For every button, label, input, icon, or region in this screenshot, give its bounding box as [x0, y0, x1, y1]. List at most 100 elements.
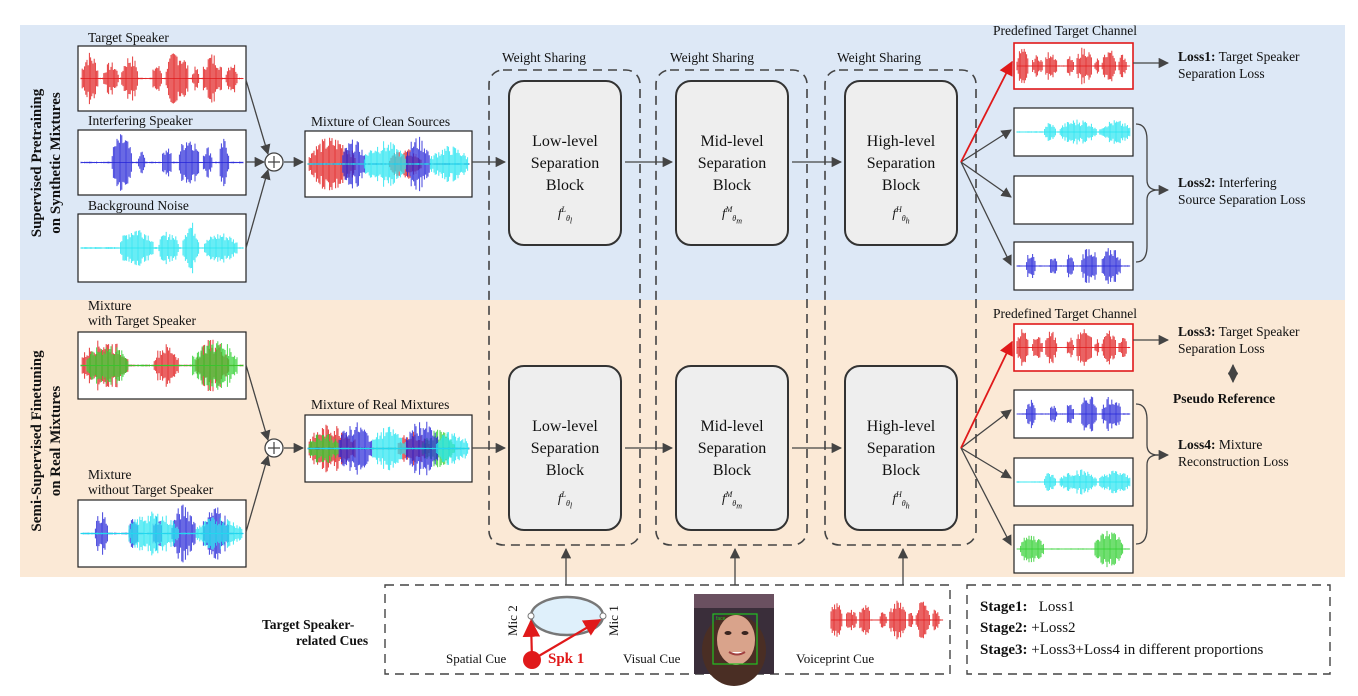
svg-text:face: face: [716, 616, 726, 622]
speaker-dot: [523, 651, 541, 669]
pseudo-reference-label: Pseudo Reference: [1173, 391, 1276, 406]
output-blue-wave: [1016, 248, 1131, 284]
block-name-line: Block: [712, 462, 752, 479]
block-sup: H: [895, 490, 902, 499]
mixture-with-target-label-2: with Target Speaker: [88, 313, 197, 328]
cues-title-2: related Cues: [296, 633, 369, 648]
mixture-real-label: Mixture of Real Mixtures: [311, 397, 450, 412]
weight-sharing-group-mid: [655, 69, 808, 546]
speaker-label: Spk 1: [548, 651, 585, 667]
schedule-text: +Loss2: [1031, 620, 1076, 636]
block-name-line: Mid-level: [700, 418, 764, 435]
block-sub: l: [569, 501, 573, 511]
loss-desc: Mixture: [1218, 437, 1263, 452]
loss-desc: Target Speaker: [1218, 49, 1300, 64]
interfering-speaker-wave: [80, 134, 244, 191]
block-name-line: Block: [881, 462, 921, 479]
background-noise-wave: [80, 222, 244, 274]
mixture-clean-wave-cyan: [307, 141, 470, 187]
mic-array-ellipse: [529, 595, 605, 637]
block-name-line: Block: [545, 177, 585, 194]
block-function: fMθm: [721, 205, 742, 226]
output-cyan-wave: [1016, 119, 1131, 145]
loss3-text: Loss3: Target Speaker Separation Loss: [1178, 323, 1300, 357]
schedule-stage: Stage1:: [980, 599, 1028, 615]
loss-desc: Separation Loss: [1178, 341, 1265, 356]
top-stage-title-line1: Supervised Pretraining: [29, 88, 45, 238]
block-sub: h: [905, 501, 910, 511]
block-name-line: Mid-level: [700, 133, 764, 150]
voiceprint-wave: [830, 600, 944, 640]
block-name-line: Separation: [866, 440, 936, 457]
block-function: fMθm: [721, 490, 742, 511]
output-target-wave: [1016, 47, 1131, 85]
mic2-label: Mic 2: [505, 605, 520, 636]
face-image: face: [694, 594, 774, 686]
output-cyan-wave-bottom: [1016, 469, 1131, 495]
loss-key: Loss4:: [1178, 437, 1216, 452]
schedule-text: Loss1: [1038, 599, 1075, 615]
loss2-text: Loss2: Interfering Source Separation Los…: [1178, 174, 1305, 208]
output-green-wave-bottom: [1016, 530, 1131, 568]
block-name-line: High-level: [866, 133, 936, 150]
voiceprint-cue-label: Voiceprint Cue: [796, 651, 875, 666]
block-sub: m: [736, 501, 742, 511]
mixture-without-target-cyan: [80, 511, 244, 556]
mixture-real-cyan: [307, 426, 470, 471]
block-name-line: Block: [545, 462, 585, 479]
block-sub: m: [736, 216, 742, 226]
loss-desc: Target Speaker: [1218, 324, 1300, 339]
cues-title-1: Target Speaker-: [262, 617, 355, 632]
mixture-with-target-green: [80, 340, 244, 391]
schedule-row-1: Stage1: Loss1: [980, 599, 1075, 615]
block-sub: l: [569, 216, 573, 226]
block-name-line: Separation: [530, 440, 600, 457]
schedule-stage: Stage2:: [980, 620, 1028, 636]
visual-cue-label: Visual Cue: [623, 651, 681, 666]
block-sup: L: [561, 490, 566, 499]
schedule-row-3: Stage3: +Loss3+Loss4 in different propor…: [980, 642, 1263, 658]
block-sup: M: [725, 490, 733, 499]
block-sup: H: [895, 205, 902, 214]
block-name-line: Block: [881, 177, 921, 194]
block-name-line: Block: [712, 177, 752, 194]
background-noise-label: Background Noise: [88, 198, 189, 213]
block-function: fLθl: [557, 490, 573, 511]
mic1-label: Mic 1: [606, 605, 621, 636]
output-empty-frame: [1013, 175, 1134, 225]
loss-key: Loss1:: [1178, 49, 1216, 64]
predefined-channel-label-top: Predefined Target Channel: [993, 23, 1138, 38]
block-sup: L: [561, 205, 566, 214]
block-name-line: Separation: [530, 155, 600, 172]
block-name-line: Separation: [697, 155, 767, 172]
output-blue-wave-bottom: [1016, 396, 1131, 432]
loss-key: Loss2:: [1178, 175, 1216, 190]
cues-box: [384, 584, 951, 675]
schedule-stage: Stage3:: [980, 642, 1028, 658]
output-target-wave-bottom: [1016, 329, 1131, 366]
block-name-line: Low-level: [532, 418, 598, 435]
loss-desc: Interfering: [1218, 175, 1277, 190]
loss1-text: Loss1: Target Speaker Separation Loss: [1178, 48, 1300, 82]
target-speaker-label: Target Speaker: [88, 30, 169, 45]
loss-desc: Source Separation Loss: [1178, 192, 1306, 207]
mixture-without-target-label-1: Mixture: [88, 467, 132, 482]
predefined-channel-label-bottom: Predefined Target Channel: [993, 306, 1138, 321]
block-function: fLθl: [557, 205, 573, 226]
block-sub: h: [905, 216, 910, 226]
schedule-row-2: Stage2: +Loss2: [980, 620, 1076, 636]
block-name-line: Low-level: [532, 133, 598, 150]
mixture-clean-label: Mixture of Clean Sources: [311, 114, 451, 129]
weight-sharing-group-low: [488, 69, 641, 546]
block-name-line: Separation: [866, 155, 936, 172]
interfering-speaker-label: Interfering Speaker: [88, 113, 193, 128]
block-function: fHθh: [892, 205, 910, 226]
bottom-stage-title-line2: on Real Mixtures: [48, 385, 64, 497]
